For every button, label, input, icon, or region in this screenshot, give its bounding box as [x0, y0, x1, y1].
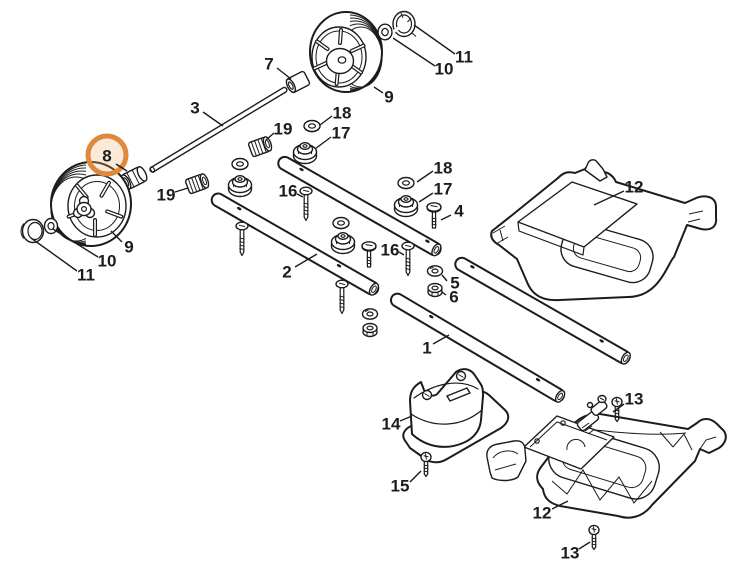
label-11-left-leader	[30, 237, 78, 272]
label-1: 1	[422, 339, 431, 358]
nut-part-6-b	[362, 322, 378, 338]
plate-part-12-top	[490, 159, 718, 302]
label-13-top: 13	[625, 390, 644, 409]
nut-part-6-a	[427, 282, 443, 298]
label-1-leader	[432, 334, 450, 345]
label-13-top-leader	[612, 403, 625, 413]
label-3-leader	[202, 111, 224, 127]
guard-part-14	[402, 368, 510, 464]
label-13-bottom: 13	[561, 544, 580, 563]
label-12-top: 12	[625, 178, 644, 197]
cap-part-11-left	[20, 218, 45, 244]
label-7-leader	[276, 67, 292, 80]
axle-tube-upper-left	[277, 155, 442, 257]
label-10-left: 10	[98, 252, 117, 271]
label-15: 15	[391, 477, 410, 496]
label-12-bottom: 12	[533, 504, 552, 523]
label-18-a: 18	[333, 104, 352, 123]
label-7: 7	[264, 55, 273, 74]
label-19-b-leader	[174, 187, 189, 193]
label-17-a-leader	[314, 136, 332, 150]
label-18-b: 18	[434, 159, 453, 178]
label-19-b: 19	[157, 186, 176, 205]
label-6-leader	[441, 291, 447, 296]
label-10-top-leader	[392, 37, 436, 67]
saddle-clamp	[486, 440, 527, 482]
label-16-a: 16	[279, 182, 298, 201]
label-9-left-leader	[110, 230, 123, 243]
label-18-b-leader	[416, 170, 434, 183]
label-10-top: 10	[435, 60, 454, 79]
label-3: 3	[190, 99, 199, 118]
label-2: 2	[282, 263, 291, 282]
label-6: 6	[449, 288, 458, 307]
washer-part-18-d	[332, 216, 350, 230]
rod-part-3	[149, 86, 288, 173]
label-9-top: 9	[384, 88, 393, 107]
axle-tube-part-2	[210, 192, 380, 296]
label-4: 4	[454, 202, 464, 221]
label-19-a: 19	[274, 120, 293, 139]
bushing-part-7	[285, 70, 311, 94]
leader-lines-layer	[30, 24, 625, 550]
label-8-leader	[115, 163, 128, 172]
label-14: 14	[382, 415, 401, 434]
label-12-top-leader	[593, 190, 625, 206]
label-11-left: 11	[77, 266, 95, 285]
label-9-left: 9	[124, 238, 133, 257]
washer-part-18-c	[231, 157, 249, 171]
washer-part-5-a	[426, 265, 444, 277]
label-16-a-leader	[296, 193, 304, 198]
label-5: 5	[450, 274, 459, 293]
label-10-left-leader	[52, 228, 99, 258]
label-11-top-leader	[413, 24, 456, 55]
pivot-clamp	[576, 394, 608, 435]
label-5-leader	[441, 274, 448, 282]
washer-part-10-top	[377, 23, 393, 41]
label-14-leader	[399, 415, 413, 422]
label-18-a-leader	[319, 115, 333, 126]
plate-part-12-bottom	[523, 394, 727, 519]
axle-tube-part-1	[389, 292, 566, 403]
label-17-a: 17	[332, 124, 351, 143]
washer-part-5-b	[361, 308, 379, 320]
wheel-part-9-top	[309, 11, 383, 93]
label-16-b-leader	[398, 251, 405, 256]
label-17-b-leader	[418, 192, 434, 203]
cap-part-11-top	[392, 10, 417, 38]
washer-part-18-b	[397, 176, 415, 190]
label-11-top: 11	[455, 48, 473, 67]
label-9-top-leader	[373, 86, 384, 94]
part-number-labels-layer: 1234567891011910111212131314151616171718…	[77, 48, 643, 563]
label-13-bottom-leader	[578, 541, 591, 550]
label-12-bottom-leader	[551, 500, 569, 510]
label-16-b: 16	[381, 241, 400, 260]
label-2-leader	[294, 253, 318, 268]
label-19-a-leader	[265, 132, 275, 141]
label-8: 8	[102, 147, 111, 166]
label-17-b: 17	[434, 180, 453, 199]
washer-part-18-a	[303, 119, 321, 133]
label-4-leader	[440, 214, 452, 221]
label-15-leader	[409, 470, 422, 483]
wheel-part-9-left	[50, 161, 132, 247]
axle-tube-upper-right	[454, 256, 631, 365]
